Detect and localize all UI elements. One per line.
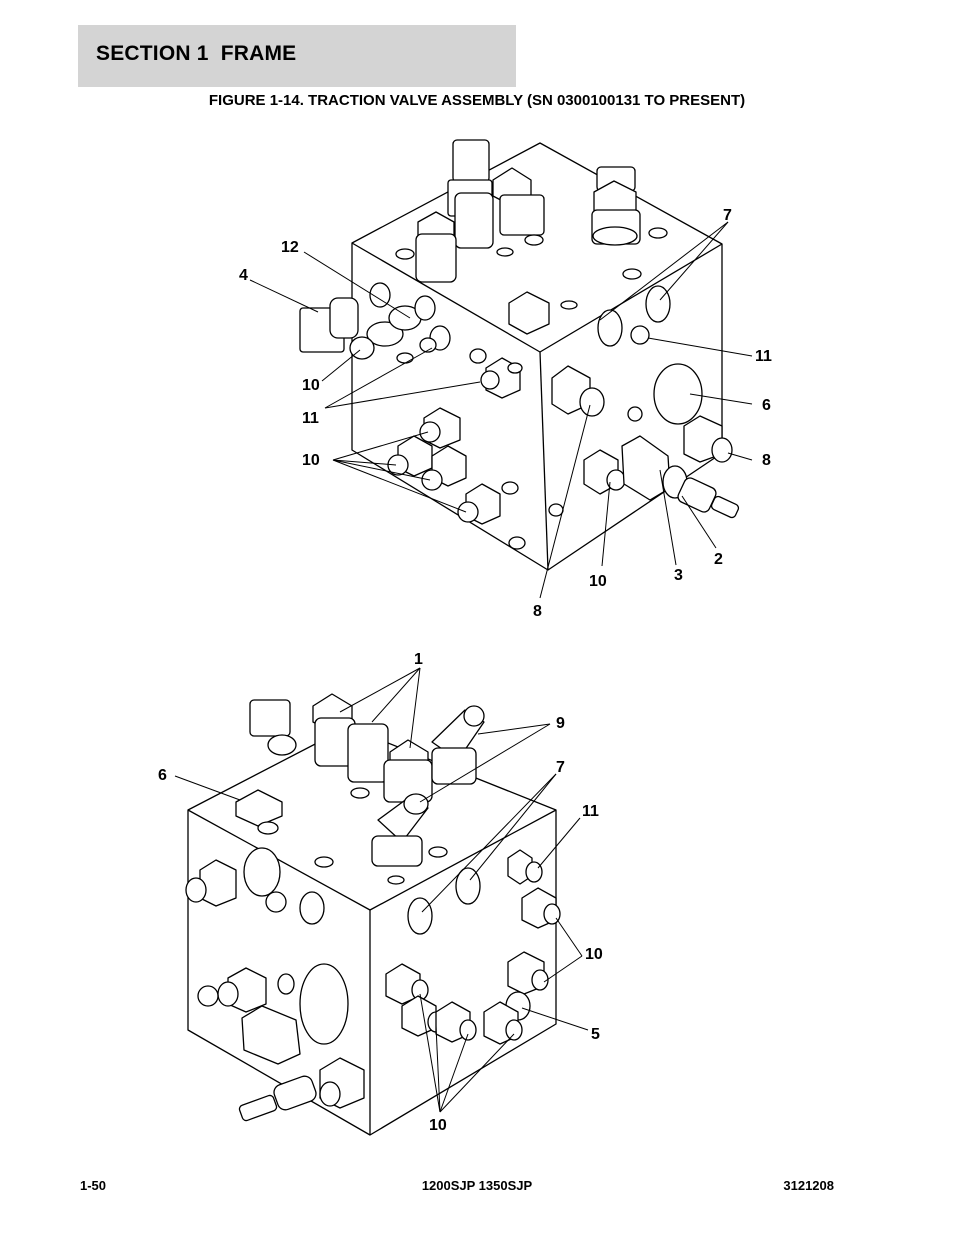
- callout-8-right: 8: [762, 452, 771, 469]
- bottom-valve-block: [174, 667, 589, 1136]
- callout-4: 4: [239, 267, 248, 284]
- top-valve-block: [249, 139, 753, 599]
- callout-10-right: 10: [585, 946, 603, 963]
- callout-9: 9: [556, 715, 565, 732]
- callout-6-bottom: 6: [158, 767, 167, 784]
- callout-2: 2: [714, 551, 723, 568]
- callout-3: 3: [674, 567, 683, 584]
- document-number: 3121208: [783, 1178, 834, 1193]
- callout-10-lower: 10: [429, 1117, 447, 1134]
- page-number: 1-50: [80, 1178, 107, 1193]
- callout-10-group: 10: [302, 452, 320, 469]
- callout-1: 1: [414, 651, 423, 668]
- callout-7-bottom: 7: [556, 759, 565, 776]
- callout-10-left: 10: [302, 377, 320, 394]
- figure-title: FIGURE 1-14. TRACTION VALVE ASSEMBLY (SN…: [208, 92, 746, 109]
- model-numbers: 1200SJP 1350SJP: [421, 1178, 533, 1193]
- section-title: SECTION 1 FRAME: [96, 42, 297, 65]
- section-header-band: [78, 25, 516, 87]
- callout-5: 5: [591, 1026, 600, 1043]
- callout-11-right: 11: [755, 348, 772, 365]
- callout-8-bottom: 8: [533, 603, 542, 620]
- callout-6: 6: [762, 397, 771, 414]
- callout-7: 7: [723, 207, 732, 224]
- callout-11-bottom: 11: [582, 803, 599, 820]
- callout-10-bottom: 10: [589, 573, 607, 590]
- callout-11-left: 11: [302, 410, 319, 427]
- callout-12: 12: [281, 239, 299, 256]
